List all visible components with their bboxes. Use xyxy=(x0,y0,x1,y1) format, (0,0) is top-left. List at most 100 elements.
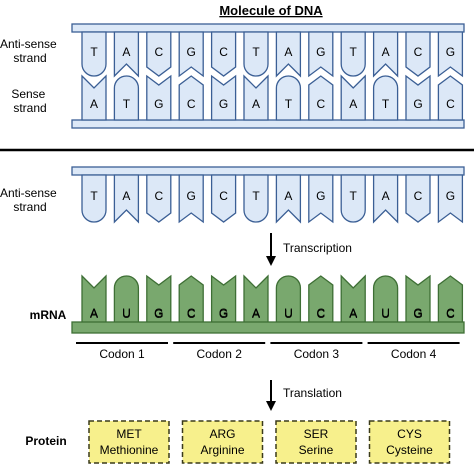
sense-base-letter: G xyxy=(154,97,163,111)
anti-sense-single-base xyxy=(308,174,334,224)
anti-sense-base xyxy=(113,31,140,78)
sense-base xyxy=(340,74,366,121)
anti-sense-single-base xyxy=(81,174,107,223)
mrna-backbone xyxy=(71,321,465,334)
sense-label-line1: Sense xyxy=(11,87,45,101)
anti-sense-single-base xyxy=(275,174,302,224)
anti-sense-single-base xyxy=(178,174,204,224)
anti-sense-single-base xyxy=(243,174,269,223)
amino-acid-abbr: ARG xyxy=(209,427,235,441)
sense-base-letter: G xyxy=(413,97,422,111)
anti-sense-base-letter: T xyxy=(252,45,260,59)
sense-base xyxy=(372,75,399,121)
anti-sense-single-base xyxy=(372,174,399,224)
mrna-base-letter: A xyxy=(90,306,98,320)
anti-sense-single-backbone xyxy=(71,166,465,176)
anti-sense-base xyxy=(243,31,269,77)
protein-label: Protein xyxy=(25,434,66,448)
sense-backbone xyxy=(71,119,465,129)
anti-sense-base-letter: C xyxy=(219,45,228,59)
anti-sense-base xyxy=(146,31,172,77)
amino-acid-name: Cysteine xyxy=(386,443,433,457)
sense-base-letter: G xyxy=(219,97,228,111)
anti-sense-single-base xyxy=(210,174,237,223)
mrna-base-letter: U xyxy=(381,306,390,320)
amino-acid-box xyxy=(368,420,451,464)
anti-sense-label-2: Anti-sense strand xyxy=(0,186,60,214)
mrna-letter-overlay: G xyxy=(219,307,228,321)
anti-sense-base xyxy=(437,31,464,78)
anti-sense-single-base xyxy=(437,174,464,224)
anti-sense-single-base-letter: C xyxy=(219,189,228,203)
anti-sense-single-base-letter: T xyxy=(350,189,358,203)
mrna-base-letter: U xyxy=(122,306,131,320)
anti-sense-base xyxy=(275,31,302,78)
mrna-letter-overlay: G xyxy=(154,307,163,321)
amino-acid-name: Serine xyxy=(299,443,334,457)
transcription-label: Transcription xyxy=(283,241,352,255)
anti-sense-single-base-letter: T xyxy=(252,189,260,203)
sense-base xyxy=(210,74,237,121)
anti-sense-single-base xyxy=(405,174,431,223)
anti-sense-base-letter: G xyxy=(316,45,325,59)
translation-label: Translation xyxy=(283,386,342,400)
anti-sense-base-letter: A xyxy=(382,45,390,59)
anti-sense-base-letter: T xyxy=(350,45,358,59)
anti-sense-label-line2: strand xyxy=(13,51,46,65)
anti-sense-single-base-letter: T xyxy=(90,189,98,203)
anti-sense-label: Anti-sense strand xyxy=(0,37,60,65)
mrna-base-letter: U xyxy=(284,306,293,320)
anti-sense-single-base-letter: A xyxy=(382,189,390,203)
sense-base xyxy=(243,74,269,121)
sense-label-line2: strand xyxy=(13,101,46,115)
sense-base-letter: T xyxy=(123,97,131,111)
sense-base-letter: C xyxy=(316,97,325,111)
sense-base-letter: C xyxy=(187,97,196,111)
amino-acid-abbr: CYS xyxy=(397,427,422,441)
mrna-base xyxy=(372,275,399,331)
amino-acid-name: Methionine xyxy=(100,443,159,457)
sense-base xyxy=(308,75,334,121)
mrna-base-letter: G xyxy=(219,306,228,320)
amino-acid-name: Arginine xyxy=(200,443,244,457)
mrna-letter-overlay: A xyxy=(349,307,357,321)
mrna-letter-overlay: C xyxy=(316,307,325,321)
sense-base xyxy=(113,75,140,121)
anti-sense-base-letter: G xyxy=(446,45,455,59)
amino-acid-box xyxy=(181,420,264,464)
transcription-arrow xyxy=(266,233,276,266)
mrna-letter-overlay: A xyxy=(252,307,260,321)
anti-sense-single-base-letter: C xyxy=(414,189,423,203)
mrna-label: mRNA xyxy=(30,308,67,322)
anti-sense-single-base-letter: C xyxy=(154,189,163,203)
anti-sense-single-base-letter: G xyxy=(316,189,325,203)
anti-sense-base xyxy=(210,31,237,77)
anti-sense-label-2-line1: Anti-sense xyxy=(0,186,57,200)
sense-base-letter: A xyxy=(90,97,98,111)
mrna-base-letter: C xyxy=(316,306,325,320)
mrna-letter-overlay: G xyxy=(413,307,422,321)
sense-base-letter: T xyxy=(382,97,390,111)
sense-base xyxy=(146,74,172,121)
mrna-base xyxy=(113,275,140,331)
anti-sense-base-letter: C xyxy=(414,45,423,59)
anti-sense-label-line1: Anti-sense xyxy=(0,37,57,51)
anti-sense-base xyxy=(308,31,334,78)
codon-label: Codon 2 xyxy=(197,347,243,361)
anti-sense-base xyxy=(81,31,107,77)
sense-base xyxy=(81,74,107,121)
sense-label: Sense strand xyxy=(11,87,48,115)
mrna-letter-overlay: C xyxy=(187,307,196,321)
sense-base xyxy=(275,75,302,121)
anti-sense-single-base xyxy=(340,174,366,223)
mrna-letter-overlay: U xyxy=(284,307,293,321)
mrna-base-letter: A xyxy=(252,306,260,320)
anti-sense-base xyxy=(340,31,366,77)
anti-sense-single-base-letter: G xyxy=(187,189,196,203)
sense-base xyxy=(405,74,431,121)
anti-sense-base-letter: T xyxy=(90,45,98,59)
